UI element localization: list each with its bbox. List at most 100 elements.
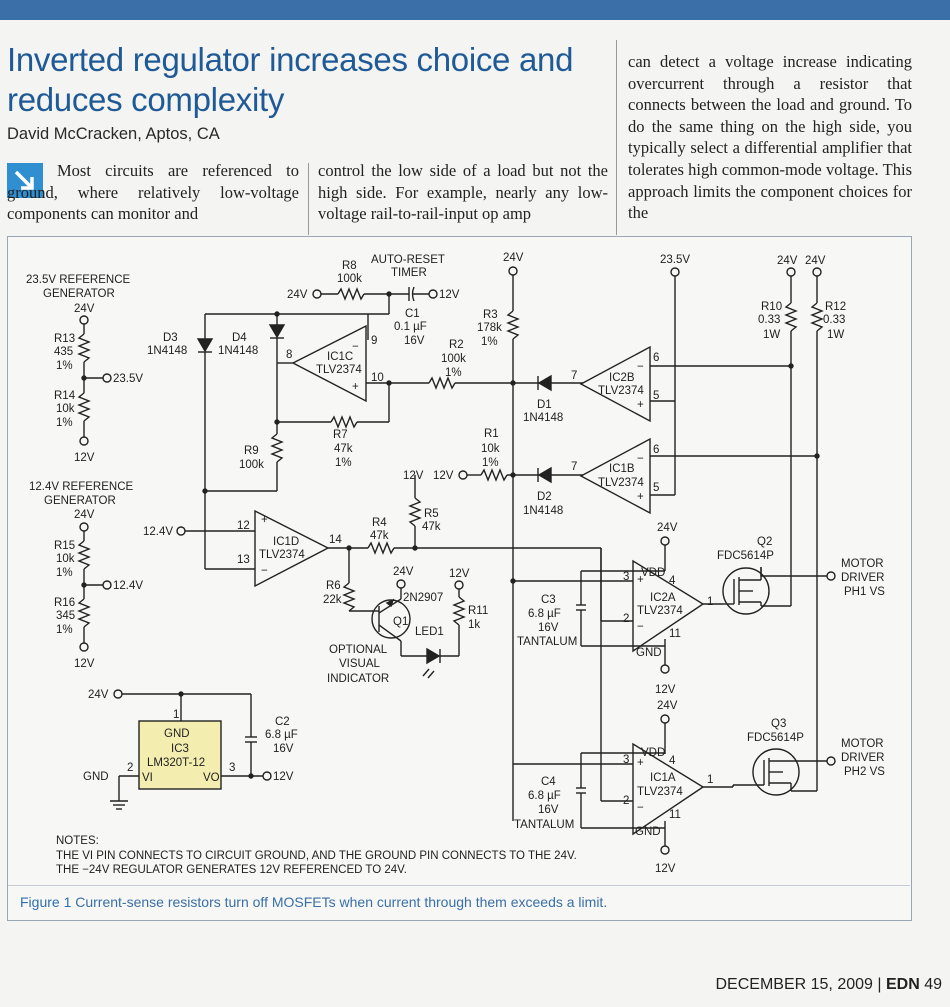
schematic-label: 1%	[56, 567, 73, 579]
figure-1: 23.5V REFERENCE GENERATOR 24V R13 435 1%…	[7, 236, 912, 921]
reference-generator-12v4: 12.4V REFERENCE GENERATOR 24V R15 10k 1%…	[29, 481, 143, 670]
schematic-label: 0.1 µF	[394, 321, 427, 333]
schematic-label: 7	[571, 370, 577, 382]
schematic-label: C1	[405, 308, 420, 320]
column-divider	[616, 40, 617, 235]
schematic-label: 16V	[273, 743, 294, 755]
schematic-label: 12V	[655, 684, 676, 696]
schematic-label: 24V	[393, 566, 414, 578]
schematic-label: 345	[56, 610, 75, 622]
schematic-label: 16V	[538, 622, 559, 634]
schematic-label: 9	[371, 335, 377, 347]
note-line-2: THE −24V REGULATOR GENERATES 12V REFEREN…	[56, 864, 407, 876]
schematic-label: R15	[54, 540, 75, 552]
schematic-label: TANTALUM	[517, 636, 577, 648]
schematic-label: 22k	[323, 594, 342, 606]
schematic-label: D2	[537, 491, 552, 503]
schematic-label: R6	[326, 580, 341, 592]
schematic-label: 1%	[445, 367, 462, 379]
schematic-label: 10	[371, 372, 384, 384]
schematic-label: 1W	[827, 329, 844, 341]
schematic-label: 1%	[56, 417, 73, 429]
schematic-label: Q1	[393, 616, 408, 628]
schematic-label: GND	[83, 771, 109, 783]
schematic-label: 178k	[477, 322, 502, 334]
schematic-label: 1%	[56, 624, 73, 636]
schematic-label: R13	[54, 333, 75, 345]
schematic-label: −	[637, 621, 644, 633]
schematic-label: R12	[825, 301, 846, 313]
schematic-label: 10k	[481, 443, 500, 455]
schematic-label: 3	[623, 754, 629, 766]
schematic-label: 24V	[777, 255, 798, 267]
notes-heading: NOTES:	[56, 835, 99, 847]
circuit-schematic: 23.5V REFERENCE GENERATOR 24V R13 435 1%…	[26, 252, 885, 875]
schematic-label: 100k	[337, 273, 362, 285]
schematic-label: 1	[707, 596, 713, 608]
schematic-label: C4	[541, 776, 556, 788]
schematic-label: R11	[468, 605, 488, 617]
article-column-3: can detect a voltage increase indicating…	[628, 52, 912, 223]
header-bar	[0, 0, 950, 20]
schematic-label: GENERATOR	[44, 495, 116, 507]
schematic-label: 11	[669, 809, 681, 821]
schematic-label: −	[637, 453, 644, 465]
schematic-label: 2	[127, 762, 133, 774]
schematic-label: IC1D	[273, 536, 299, 548]
schematic-label: PH2 VS	[844, 766, 885, 778]
schematic-label: 11	[669, 628, 681, 640]
schematic-label: 5	[653, 390, 659, 402]
schematic-label: 12V	[403, 470, 424, 482]
schematic-label: 1	[707, 774, 713, 786]
schematic-label: R2	[449, 339, 464, 351]
schematic-label: 2	[623, 613, 629, 625]
schematic-label: 1	[173, 709, 179, 721]
schematic-label: 8	[286, 349, 292, 361]
comparator-ic1d: 12.4V + − 12 13 IC1D TLV2374 14 R4 47k R…	[143, 479, 513, 612]
schematic-label: 1%	[56, 360, 73, 372]
schematic-label: 13	[237, 554, 250, 566]
schematic-label: TLV2374	[259, 549, 305, 561]
schematic-label: 47k	[422, 521, 441, 533]
schematic-label: Q3	[771, 718, 786, 730]
figure-caption: Figure 1 Current-sense resistors turn of…	[20, 894, 607, 910]
schematic-label: R16	[54, 597, 75, 609]
schematic-label: 12.4V	[143, 526, 173, 538]
schematic-label: 3	[623, 571, 629, 583]
caption-text: Current-sense resistors turn off MOSFETs…	[75, 894, 608, 910]
article-column-2: control the low side of a load but not t…	[318, 161, 608, 224]
schematic-label: 1k	[468, 619, 480, 631]
schematic-label: +	[637, 399, 644, 411]
schematic-label: 4	[669, 755, 676, 767]
schematic-label: 0.33	[758, 314, 780, 326]
schematic-label: 24V	[287, 289, 308, 301]
schematic-label: 24V	[657, 700, 678, 712]
schematic-label: 6.8 µF	[265, 729, 298, 741]
schematic-label: 1%	[482, 457, 499, 469]
schematic-label: MOTOR	[841, 738, 884, 750]
schematic-label: 47k	[370, 530, 389, 542]
schematic-label: +	[637, 491, 644, 503]
schematic-label: 12.4V	[113, 580, 143, 592]
regulator-ic3: 24V 1 GND IC3 LM320T-12 VI VO 2 3 12V C2…	[83, 689, 298, 810]
schematic-label: C2	[275, 716, 290, 728]
current-sense-comparators: 24V R3 178k 1% D1 1N4148 IC2B TLV2374 7 …	[403, 252, 817, 821]
schematic-label: FDC5614P	[717, 550, 774, 562]
schematic-label: 5	[653, 482, 659, 494]
schematic-label: AUTO-RESET	[371, 254, 445, 266]
section-arrow-icon	[7, 163, 43, 198]
schematic-label: R10	[761, 301, 782, 313]
schematic-label: LM320T-12	[147, 757, 205, 769]
schematic-label: 12	[237, 520, 250, 532]
schematic-label: −	[352, 341, 359, 353]
schematic-label: 6.8 µF	[528, 790, 561, 802]
schematic-label: −	[261, 565, 268, 577]
reference-generator-23v5: 23.5V REFERENCE GENERATOR 24V R13 435 1%…	[26, 274, 143, 464]
schematic-label: 1N4148	[147, 345, 187, 357]
schematic-label: 2N2907	[403, 592, 443, 604]
column-divider	[308, 163, 309, 235]
schematic-label: +	[261, 514, 268, 526]
schematic-label: INDICATOR	[327, 673, 389, 685]
schematic-label: MOTOR	[841, 558, 884, 570]
schematic-label: VISUAL	[339, 658, 381, 670]
